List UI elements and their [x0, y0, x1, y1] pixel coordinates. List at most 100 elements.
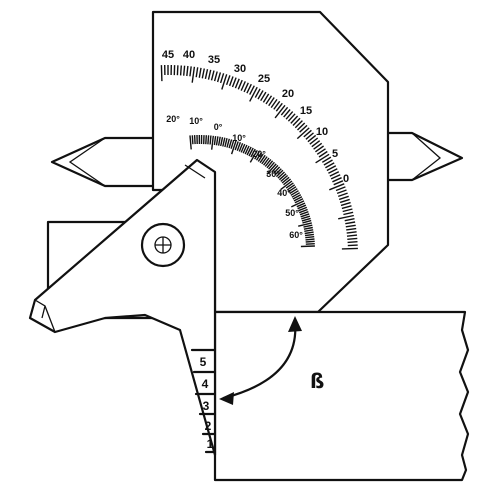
inner-scale-tick: [305, 238, 315, 241]
inner-scale-tick: [303, 226, 313, 230]
inner-scale-tick: [240, 143, 246, 153]
swing-arm-tip: [34, 299, 56, 333]
inner-scale-tick: [266, 163, 277, 175]
outer-scale-tick: [347, 241, 358, 244]
outer-scale-label-40: 40: [183, 49, 195, 61]
outer-scale-tick: [183, 65, 186, 76]
inner-scale-tick: [264, 158, 272, 167]
inner-scale-tick: [305, 243, 315, 245]
inner-scale-tick: [286, 184, 296, 191]
outer-scale-tick: [176, 65, 179, 76]
inner-scale-tick: [294, 198, 304, 204]
inner-scale-tick: [298, 208, 308, 214]
outer-scale-tick: [287, 113, 296, 122]
left-rod: [50, 136, 155, 188]
outer-scale-tick: [296, 127, 310, 140]
outer-scale-tick: [311, 140, 321, 148]
inner-scale-tick: [288, 186, 297, 193]
inner-scale-tick: [236, 142, 242, 152]
outer-scale-label-10: 10: [316, 126, 328, 138]
outer-scale-tick: [285, 111, 294, 120]
outer-scale-label-45: 45: [162, 49, 174, 61]
inner-scale-tick: [280, 180, 293, 190]
inner-scale-tick: [297, 204, 307, 210]
outer-scale-tick: [292, 117, 301, 126]
outer-scale-tick: [237, 79, 243, 90]
inner-scale-tick: [275, 169, 284, 178]
outer-scale-tick: [299, 124, 308, 133]
inner-scale-tick: [300, 245, 315, 248]
inner-scale-tick: [226, 138, 230, 148]
outer-scale-tick: [303, 129, 312, 138]
outer-scale-tick: [270, 98, 278, 109]
outer-scale-tick: [254, 88, 261, 98]
outer-scale-ticks: [160, 64, 358, 250]
inner-scale-label-40: 40°: [277, 188, 291, 198]
outer-scale-tick: [336, 189, 347, 195]
outer-scale-tick: [325, 162, 335, 169]
outer-scale-tick: [160, 65, 163, 82]
outer-scale-tick: [344, 218, 355, 222]
outer-scale-label-35: 35: [208, 54, 220, 66]
outer-scale-tick: [210, 70, 215, 81]
outer-scale-tick: [309, 137, 319, 145]
step-label-1: 1: [207, 437, 214, 451]
outer-scale-tick: [297, 122, 306, 131]
step-label-5: 5: [200, 355, 207, 369]
outer-scale-tick: [283, 109, 291, 118]
inner-scale-label-60: 60°: [289, 230, 303, 240]
outer-scale-tick: [341, 205, 352, 210]
outer-scale-tick: [294, 120, 303, 129]
inner-scale-tick: [209, 135, 212, 145]
inner-scale-label-10-right: 10°: [232, 133, 246, 143]
outer-scale-tick: [273, 100, 281, 110]
outer-scale-tick: [268, 97, 275, 107]
inner-scale-tick: [259, 154, 266, 164]
outer-scale-tick: [347, 237, 358, 240]
outer-scale-tick: [330, 174, 341, 180]
inner-scale-tick: [238, 142, 244, 152]
outer-scale-label-30: 30: [234, 63, 246, 75]
inner-scale-tick: [272, 166, 281, 174]
inner-scale-tick: [271, 164, 279, 173]
inner-scale-tick: [248, 147, 254, 157]
inner-scale-tick: [304, 231, 314, 235]
inner-scale-tick: [274, 168, 282, 176]
outer-scale-tick: [335, 186, 346, 192]
left-rod-tip-line: [68, 137, 106, 187]
inner-scale-tick: [261, 156, 268, 165]
inner-scale-tick: [303, 224, 313, 228]
inner-scale-tick: [220, 137, 224, 147]
outer-scale-tick: [201, 68, 205, 79]
outer-scale-tick: [249, 86, 258, 102]
outer-scale-tick: [338, 214, 354, 220]
inner-scale-ticks: [189, 134, 315, 248]
outer-scale-tick: [186, 65, 189, 77]
outer-scale-tick: [333, 180, 344, 186]
inner-scale-tick: [191, 135, 194, 145]
inner-scale-tick: [278, 173, 287, 181]
outer-scale-tick: [314, 145, 325, 153]
inner-scale-tick: [291, 200, 305, 208]
step-gauge: 5 4 3 2 1: [190, 348, 217, 454]
inner-scale-tick: [283, 178, 292, 186]
inner-scale-tick: [230, 140, 237, 155]
inner-scale-tick: [302, 219, 312, 224]
inner-scale-tick: [266, 160, 274, 169]
outer-scale-tick: [339, 198, 350, 204]
right-rod: [388, 131, 464, 182]
inner-scale-tick: [299, 211, 309, 216]
inner-scale-tick: [296, 202, 306, 208]
outer-scale-tick: [280, 106, 289, 116]
inner-scale-tick: [305, 236, 315, 239]
swing-arm: [28, 158, 217, 457]
outer-scale-label-25: 25: [258, 73, 270, 85]
outer-scale-tick: [191, 66, 196, 83]
outer-scale-tick: [274, 104, 286, 119]
inner-scale-tick: [205, 135, 207, 145]
inner-scale-tick: [193, 135, 196, 145]
outer-scale-tick: [275, 102, 283, 112]
outer-scale-tick: [260, 91, 267, 102]
inner-scale-tick: [281, 176, 290, 184]
